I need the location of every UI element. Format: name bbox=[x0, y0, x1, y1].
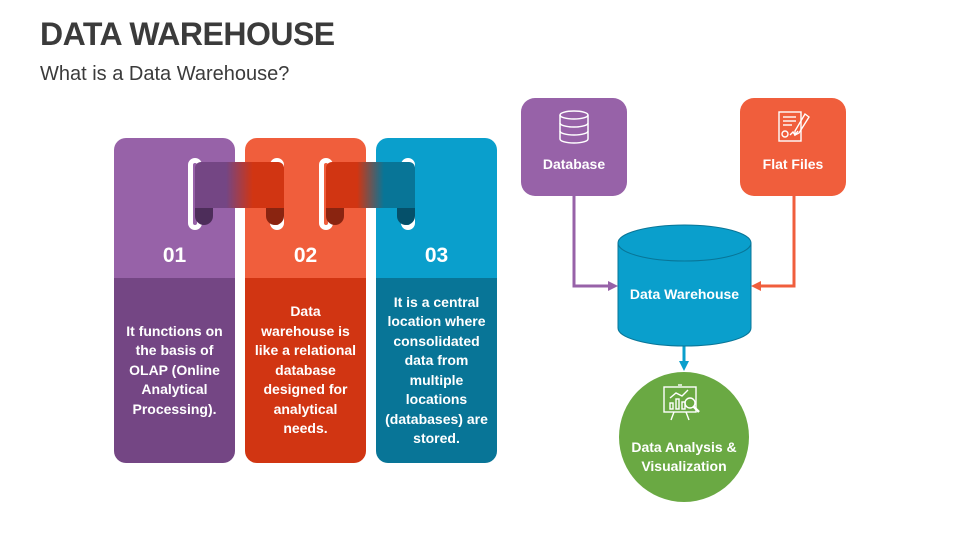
page-title: DATA WAREHOUSE bbox=[40, 16, 335, 52]
card-number: 01 bbox=[162, 244, 187, 267]
analysis-label: Data Analysis & Visualization bbox=[631, 439, 737, 474]
flat-files-label: Flat Files bbox=[762, 156, 824, 172]
database-icon bbox=[559, 110, 589, 144]
document-icon bbox=[778, 111, 810, 142]
arrow-warehouse-to-analysis bbox=[679, 345, 689, 371]
arrow-database-to-warehouse bbox=[572, 196, 618, 291]
card-text: It functions on the basis of OLAP (Onlin… bbox=[114, 278, 235, 463]
analysis-circle: Data Analysis & Visualization bbox=[619, 372, 749, 502]
card-number: 03 bbox=[424, 244, 449, 267]
ribbon-curl bbox=[326, 205, 344, 225]
card-header bbox=[376, 138, 497, 278]
database-label: Database bbox=[542, 156, 606, 172]
warehouse-label: Data Warehouse bbox=[629, 286, 740, 302]
ribbon-curl bbox=[397, 205, 415, 225]
card-03: 03 It is a central location where consol… bbox=[376, 138, 497, 463]
arrow-flatfiles-to-warehouse bbox=[751, 196, 796, 291]
card-text: Data warehouse is like a relational data… bbox=[245, 278, 366, 463]
card-header bbox=[245, 138, 366, 278]
warehouse-cylinder bbox=[617, 224, 752, 347]
card-text: It is a central location where consolida… bbox=[376, 278, 497, 463]
card-header bbox=[114, 138, 235, 278]
card-02: 02 Data warehouse is like a relational d… bbox=[245, 138, 366, 463]
page-subtitle: What is a Data Warehouse? bbox=[40, 63, 290, 85]
card-01: 01 It functions on the basis of OLAP (On… bbox=[114, 138, 235, 463]
card-number: 02 bbox=[293, 244, 318, 267]
connector-ribbon bbox=[326, 162, 415, 208]
connector-ribbon bbox=[195, 162, 284, 208]
analytics-presentation-icon bbox=[663, 384, 700, 421]
database-box: Database bbox=[521, 98, 627, 196]
ribbon-curl bbox=[195, 205, 213, 225]
ribbon-curl bbox=[266, 205, 284, 225]
flat-files-box: Flat Files bbox=[740, 98, 846, 196]
